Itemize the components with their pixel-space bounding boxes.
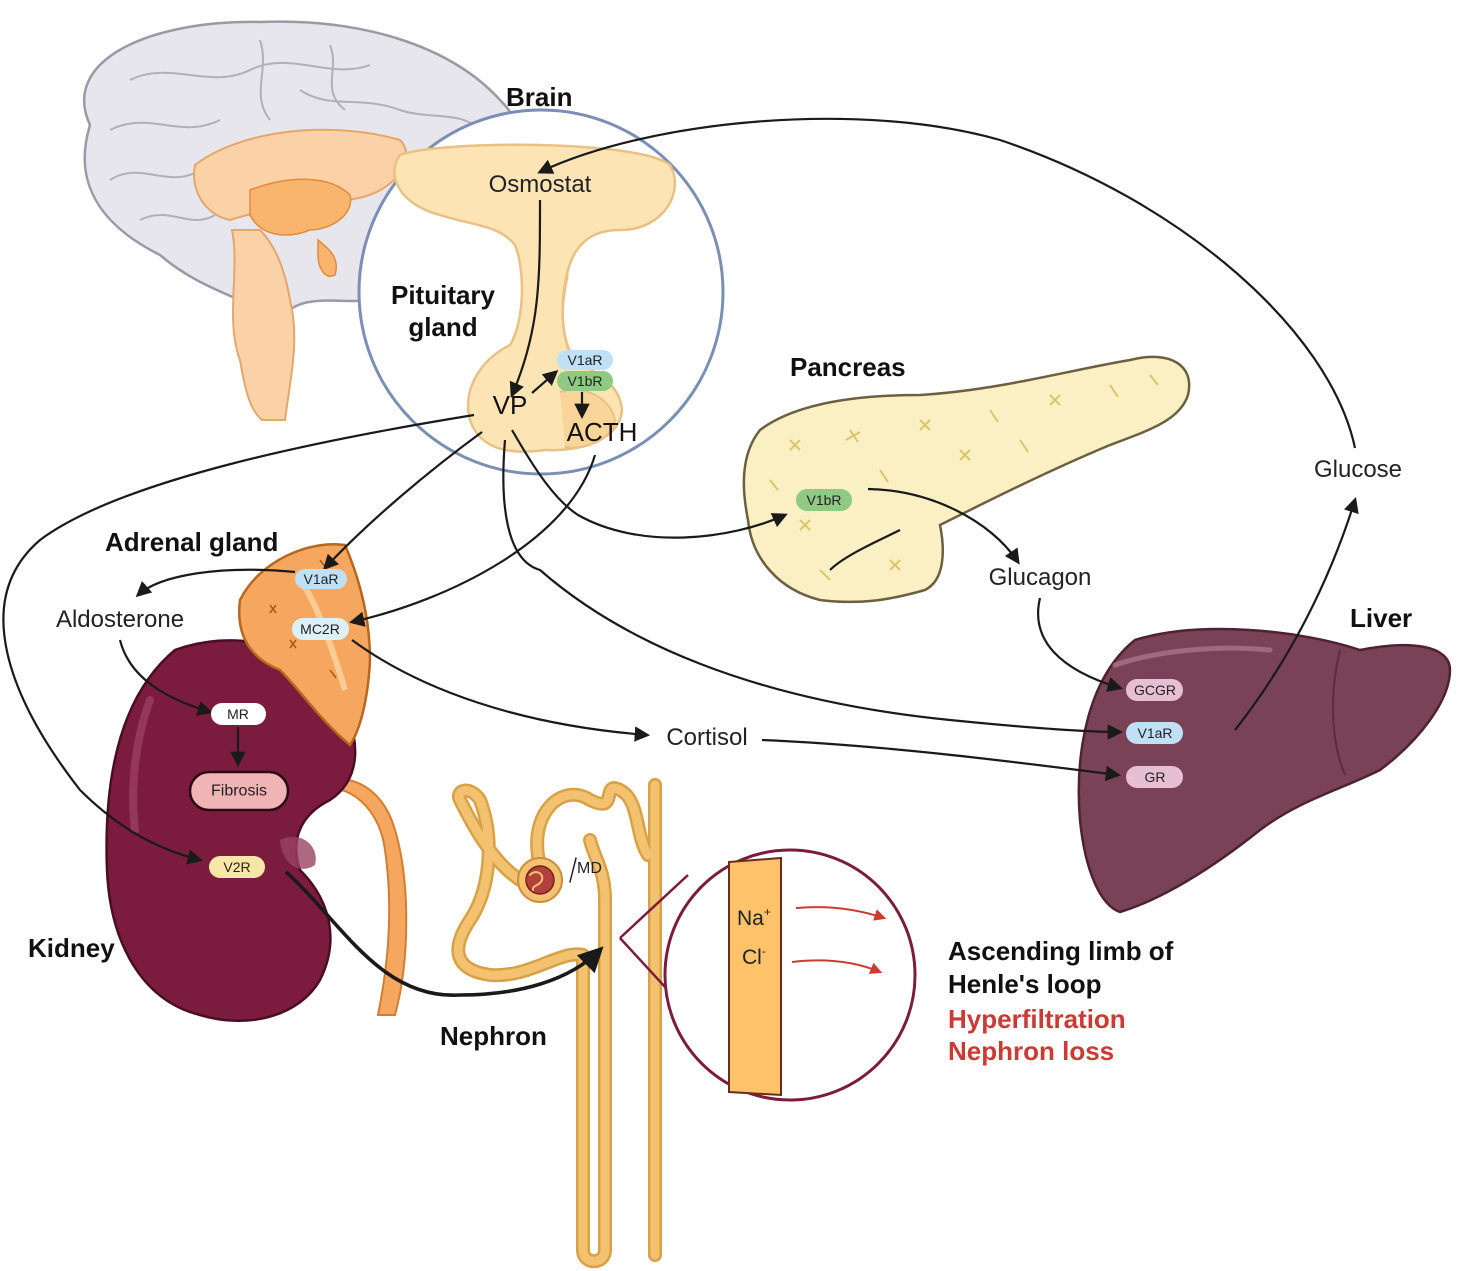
svg-text:V1bR: V1bR (806, 492, 841, 508)
vp-to-v2r-arrow (2, 413, 475, 865)
na-transport-arrow (795, 906, 887, 921)
kidney-label: Kidney (28, 933, 115, 963)
nephron-label: Nephron (440, 1021, 547, 1051)
svg-text:V2R: V2R (223, 859, 250, 875)
pancreas-illustration (742, 355, 1191, 604)
svg-text:MR: MR (227, 706, 249, 722)
liver-label: Liver (1350, 603, 1412, 633)
v2r-to-henle-arrow (284, 870, 604, 997)
brain-illustration (82, 20, 526, 421)
kidney-v2r-pill: V2R (209, 856, 265, 878)
kidney-mr-pill: MR (211, 703, 266, 725)
glucagon-to-gcgr-arrow (1037, 597, 1123, 692)
svg-text:V1aR: V1aR (1137, 725, 1172, 741)
kidney-illustration (105, 639, 408, 1022)
hyperfiltration-label: Hyperfiltration (948, 1004, 1126, 1034)
macula-densa-label: MD (577, 860, 602, 877)
brain-label: Brain (506, 82, 572, 112)
molecule-labels: Osmostat VP ACTH Aldosterone Glucagon Gl… (56, 171, 1402, 969)
nephron-illustration (451, 778, 662, 1269)
acth-to-mc2r-arrow (348, 454, 597, 627)
adrenal-v1ar-pill: V1aR (295, 569, 347, 589)
liver-v1ar-pill: V1aR (1126, 722, 1183, 744)
svg-text:GCGR: GCGR (1134, 682, 1176, 698)
nephron-loss-label: Nephron loss (948, 1036, 1114, 1066)
v1ar-to-aldosterone-arrow (135, 568, 296, 598)
henle-labels: Ascending limb of Henle's loop Hyperfilt… (948, 936, 1174, 1066)
receptor-pills: V1aR V1bR V1bR V1aR MC2R MR Fibrosis V2 (188, 350, 1183, 878)
vp-to-adrenal-v1ar-arrow (322, 431, 483, 571)
henle-title-line1: Ascending limb of (948, 936, 1174, 966)
pathway-arrows (2, 117, 1359, 997)
osmostat-to-vp-arrow (509, 199, 542, 398)
cortisol-label: Cortisol (666, 724, 747, 751)
pituitary-v1br-pill: V1bR (557, 371, 613, 391)
svg-text:Fibrosis: Fibrosis (211, 783, 267, 800)
pituitary-label-line2: gland (408, 312, 477, 342)
pancreas-duct-line (829, 529, 901, 571)
pancreas-v1br-pill: V1bR (796, 489, 852, 511)
organ-labels: Brain Pituitary gland Pancreas Adrenal g… (28, 82, 1412, 1051)
henle-title-line2: Henle's loop (948, 969, 1102, 999)
svg-text:GR: GR (1145, 769, 1166, 785)
liver-gr-pill: GR (1126, 766, 1183, 788)
pituitary-zoom (357, 108, 725, 476)
cl-transport-arrow (791, 959, 883, 974)
svg-text:V1bR: V1bR (567, 373, 602, 389)
chloride-ion-label: Cl- (742, 944, 766, 969)
pancreas-label: Pancreas (790, 352, 906, 382)
henle-zoom (619, 848, 917, 1102)
osmostat-label: Osmostat (489, 171, 592, 198)
v1br-to-glucagon-arrow (867, 487, 1020, 565)
vp-label: VP (493, 390, 528, 420)
aldosterone-to-mr-arrow (118, 639, 213, 716)
acth-label: ACTH (567, 417, 638, 447)
svg-text:MC2R: MC2R (300, 621, 340, 637)
vp-to-pancreas-v1br-arrow (511, 429, 788, 539)
aldosterone-label: Aldosterone (56, 606, 184, 633)
svg-text:V1aR: V1aR (303, 571, 338, 587)
pituitary-v1ar-pill: V1aR (557, 350, 613, 370)
kidney-fibrosis-box: Fibrosis (188, 770, 290, 812)
svg-text:V1aR: V1aR (567, 352, 602, 368)
glucose-label: Glucose (1314, 456, 1402, 483)
glucose-to-osmostat-arrow (537, 117, 1357, 449)
adrenal-mc2r-pill: MC2R (292, 618, 349, 640)
glucagon-label: Glucagon (989, 564, 1092, 591)
cortisol-to-gr-arrow (761, 738, 1122, 782)
liver-to-glucose-arrow (1234, 497, 1359, 731)
sodium-ion-label: Na+ (737, 905, 771, 930)
adrenal-gland-label: Adrenal gland (105, 527, 278, 557)
liver-gcgr-pill: GCGR (1126, 679, 1183, 701)
pituitary-label-line1: Pituitary (391, 280, 496, 310)
vp-to-v1r-arrow (531, 369, 559, 394)
vp-to-liver-v1ar-arrow (502, 439, 1124, 740)
mc2r-to-cortisol-arrow (351, 639, 651, 742)
